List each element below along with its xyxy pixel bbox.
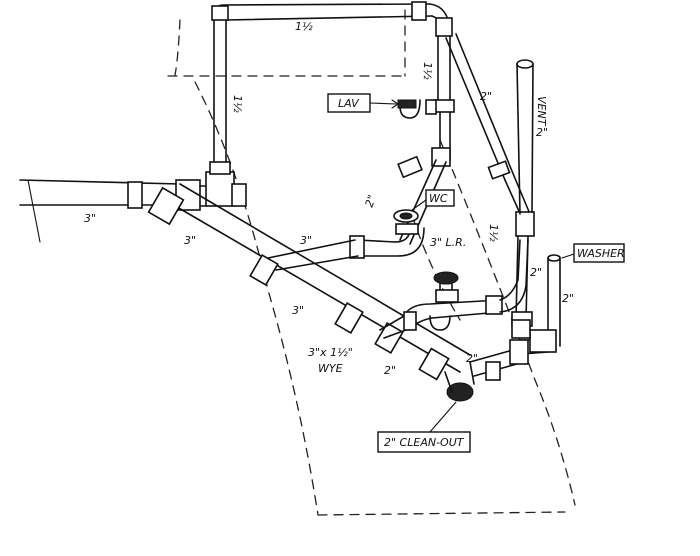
- callout-washer: WASHER: [561, 243, 625, 263]
- label-main-diag: 3": [184, 234, 196, 247]
- diagonal-2in-line: [445, 33, 535, 237]
- vent-stack: [516, 59, 534, 215]
- main-drain: [19, 171, 247, 243]
- label-main-lower: 3": [292, 304, 304, 317]
- label-wc-ell: 3" L.R.: [430, 236, 466, 249]
- callout-lav-text: LAV: [338, 97, 360, 110]
- label-vent-lower: 1½: [487, 224, 500, 242]
- callout-washer-text: WASHER: [577, 247, 625, 260]
- cleanout-arm: [469, 339, 529, 381]
- label-washer-left: 2": [530, 266, 542, 279]
- wc-arm: [349, 155, 447, 259]
- callout-cleanout: 2" CLEAN-OUT: [377, 401, 471, 453]
- label-cleanout-arm: 2": [466, 352, 478, 365]
- callout-wc-text: WC: [429, 192, 448, 205]
- label-main-left: 3": [84, 212, 96, 225]
- label-vent-size: 2": [536, 126, 548, 139]
- callout-cleanout-text: 2" CLEAN-OUT: [384, 436, 465, 449]
- label-riser-right: 1½: [421, 62, 434, 80]
- callout-lav: LAV: [327, 93, 399, 113]
- lower-main-diagonal: [147, 183, 475, 402]
- vent-riser-left: [209, 1, 455, 175]
- branch-3in: [267, 239, 359, 271]
- dashed-outlines: [167, 9, 576, 516]
- label-pipe-top: 1½: [295, 20, 313, 33]
- label-bottom-arm: 2": [384, 364, 396, 377]
- tub-drain: [379, 239, 529, 339]
- label-vent: VENT: [535, 96, 548, 127]
- label-washer-right: 2": [562, 292, 574, 305]
- label-wye: 3"x 1½": [308, 346, 353, 359]
- label-wye-2: WYE: [318, 362, 343, 375]
- label-riser-left: 1½: [231, 95, 244, 113]
- label-branch-3: 3": [300, 234, 312, 247]
- pipe-labels: 1½ 1½ 1½ 2" VENT 2" 3" 3" 3" 3" 2" 3" L.…: [84, 20, 574, 377]
- vent-lower: [511, 235, 533, 327]
- callout-wc: WC: [411, 189, 455, 211]
- label-lav-drop: 2": [480, 90, 492, 103]
- label-wc-arm: 2": [363, 193, 379, 209]
